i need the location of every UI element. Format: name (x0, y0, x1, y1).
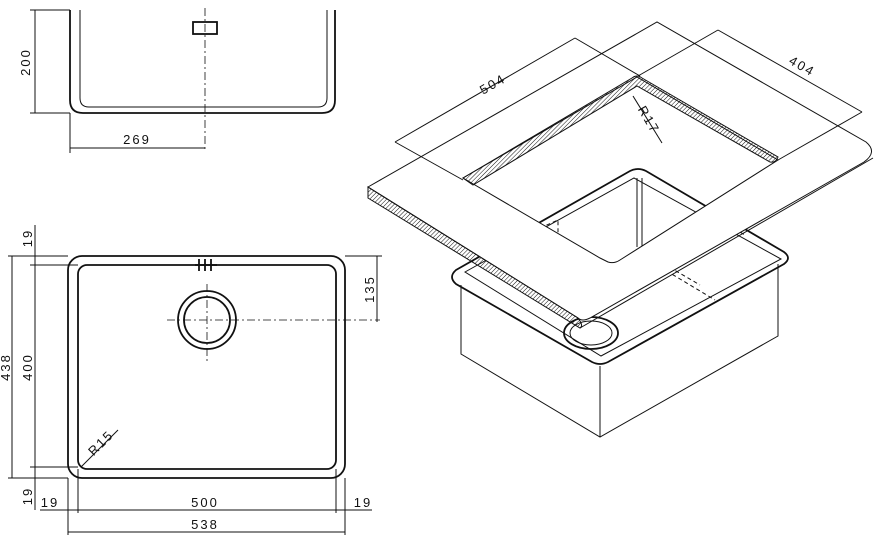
plan-view: 19 438 400 19 135 R15 19 500 19 538 (0, 225, 382, 535)
corner-radius-label: R15 (85, 427, 117, 459)
cutout-width-label: 404 (787, 53, 818, 80)
overflow-outlet (192, 21, 218, 35)
flange-bottom-label: 19 (20, 487, 35, 505)
cutout-radius-label: R17 (635, 103, 663, 136)
overflow-symbol (195, 259, 217, 271)
flange-outline (67, 255, 346, 479)
drain-offset-label: 269 (123, 132, 151, 147)
height-label: 200 (18, 48, 33, 76)
side-outer-profile (69, 10, 336, 114)
cutout-radius-leader (632, 95, 663, 144)
countertop (367, 21, 874, 329)
bowl-rim-outer (451, 168, 789, 365)
flange-right-label: 19 (354, 495, 372, 510)
side-view: 200 269 (18, 8, 336, 153)
side-inner-profile (79, 10, 328, 108)
isometric-view: 504 404 R17 (367, 21, 874, 438)
cutout-length-label: 504 (477, 71, 508, 98)
bowl-depth-label: 400 (20, 353, 35, 381)
cutout-length-dimension-line (394, 37, 576, 143)
bowl-rim-inner (464, 177, 783, 357)
drain-center-label: 135 (362, 275, 377, 303)
corner-radius-leader (80, 429, 119, 468)
flange-left-label: 19 (41, 495, 59, 510)
cutout-hatched-edge (462, 75, 779, 186)
flange-top-label: 19 (20, 229, 35, 247)
iso-drain-inner (569, 320, 613, 346)
overall-width-label: 538 (191, 517, 219, 532)
bowl-width-label: 500 (191, 495, 219, 510)
overall-depth-label: 438 (0, 353, 13, 381)
cutout-width-dimension-line (717, 29, 863, 113)
